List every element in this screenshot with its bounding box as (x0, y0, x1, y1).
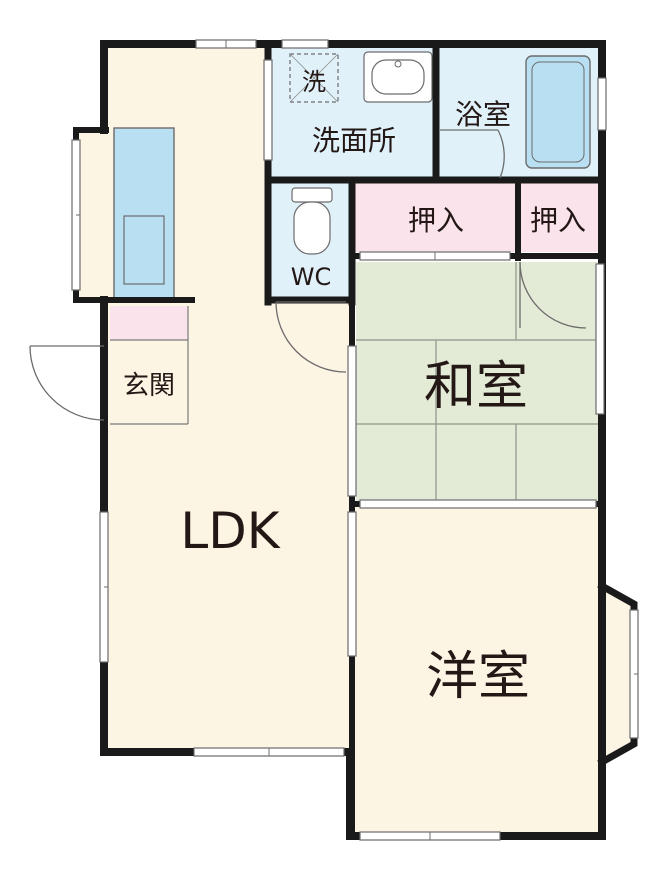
vanity-sink (363, 51, 433, 103)
closet-right-floor (518, 180, 600, 252)
bathtub-inner (531, 61, 585, 163)
bathroom-label: 浴室 (455, 98, 511, 131)
toilet-bowl (293, 201, 331, 255)
japanese-room-label: 和室 (424, 357, 528, 417)
toilet-tank (291, 187, 333, 203)
japanese-room-floor (356, 262, 600, 504)
closet-right-label: 押入 (530, 204, 586, 237)
western-room-label: 洋室 (426, 647, 530, 707)
vanity-drain (394, 60, 402, 68)
ldk-label: LDK (180, 502, 280, 560)
vanity-basin (371, 59, 425, 95)
bay-window-floor (600, 586, 632, 762)
entrance-step (110, 306, 188, 340)
kitchen-counter (113, 127, 175, 301)
kitchen-sink (123, 215, 165, 285)
washroom-label: 洗面所 (312, 124, 396, 157)
bay-alcove (78, 132, 114, 300)
washer-space (289, 53, 339, 103)
toilet-label: WC (291, 263, 332, 291)
tatami-lines (356, 262, 600, 504)
washer-label: 洗 (302, 68, 326, 96)
closet-left-label: 押入 (408, 204, 464, 237)
bathtub (525, 55, 591, 169)
doors (29, 129, 587, 421)
entrance-label: 玄関 (123, 371, 175, 401)
closet-left-floor (352, 180, 518, 252)
western-room-floor (352, 504, 600, 836)
